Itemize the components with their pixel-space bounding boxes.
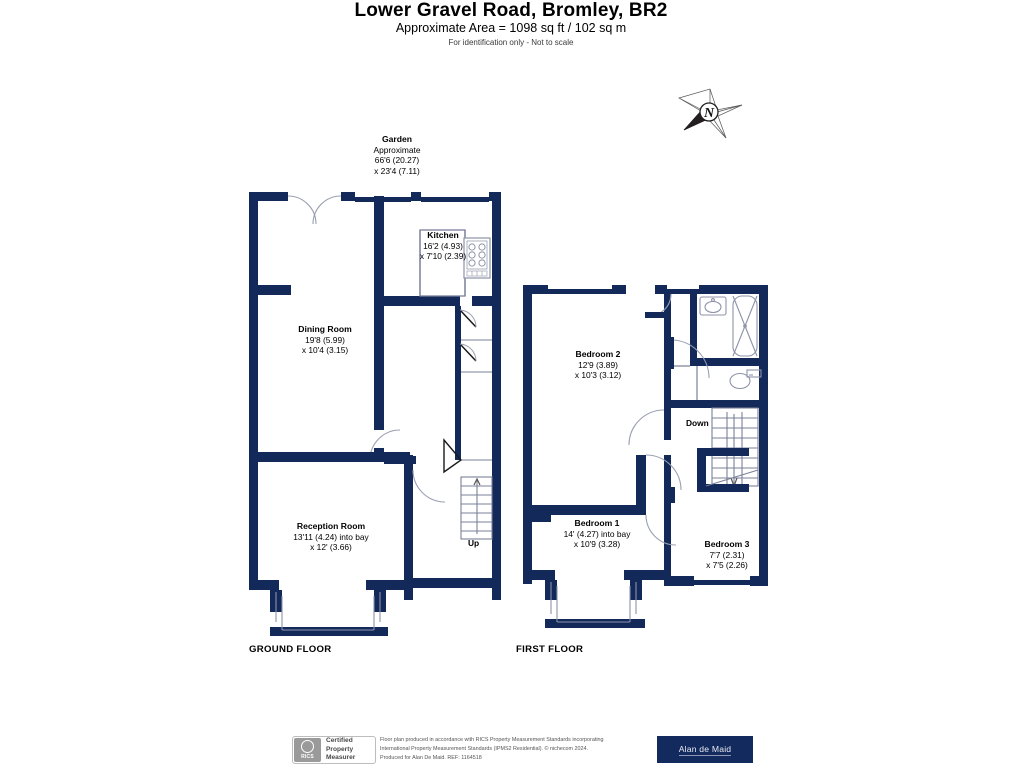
room-label-bedroom-2: Bedroom 2 12'9 (3.89) x 10'3 (3.12) bbox=[546, 349, 650, 381]
legal-disclaimer: Floor plan produced in accordance with R… bbox=[380, 736, 652, 762]
room-label-garden: Garden Approximate 66'6 (20.27) x 23'4 (… bbox=[346, 134, 448, 176]
page-title: Lower Gravel Road, Bromley, BR2 bbox=[354, 0, 668, 21]
agent-name: Alan de Maid bbox=[678, 743, 732, 756]
rics-logo-icon: RICS bbox=[294, 738, 321, 762]
bedroom3-line1: 7'7 (2.31) bbox=[709, 549, 745, 560]
identification-note: For identification only - Not to scale bbox=[448, 38, 574, 47]
rics-line-2: Property bbox=[326, 745, 354, 753]
kitchen-line2: x 7'10 (2.39) bbox=[419, 251, 467, 262]
stairs-up bbox=[460, 476, 493, 540]
kitchen-hob-icon bbox=[463, 237, 491, 279]
bedroom1-line1: 14' (4.27) into bay bbox=[563, 528, 631, 539]
garden-name: Garden bbox=[381, 134, 413, 144]
room-label-bedroom-1: Bedroom 1 14' (4.27) into bay x 10'9 (3.… bbox=[533, 518, 661, 550]
garden-line2: 66'6 (20.27) bbox=[374, 155, 420, 166]
bedroom2-line2: x 10'3 (3.12) bbox=[574, 370, 622, 381]
dining-line2: x 10'4 (3.15) bbox=[301, 345, 349, 356]
room-label-dining-room: Dining Room 19'8 (5.99) x 10'4 (3.15) bbox=[272, 324, 378, 356]
footer: RICS Certified Property Measurer Floor p… bbox=[292, 735, 762, 768]
stairs-down bbox=[711, 407, 759, 488]
bedroom3-name: Bedroom 3 bbox=[704, 539, 750, 549]
bedroom2-name: Bedroom 2 bbox=[575, 349, 621, 359]
garden-line3: x 23'4 (7.11) bbox=[374, 165, 420, 176]
stairs-down-label: Down bbox=[686, 418, 709, 428]
reception-name: Reception Room bbox=[296, 521, 366, 531]
bedroom2-line1: 12'9 (3.89) bbox=[578, 359, 618, 370]
room-label-reception-room: Reception Room 13'11 (4.24) into bay x 1… bbox=[267, 521, 395, 553]
agent-logo: Alan de Maid bbox=[657, 736, 753, 763]
garden-line1: Approximate bbox=[373, 144, 421, 155]
reception-line1: 13'11 (4.24) into bay bbox=[293, 531, 369, 542]
rics-mark-text: RICS bbox=[301, 754, 314, 760]
bedroom1-line2: x 10'9 (3.28) bbox=[573, 539, 621, 550]
compass-rose: N bbox=[678, 88, 743, 139]
room-label-bedroom-3: Bedroom 3 7'7 (2.31) x 7'5 (2.26) bbox=[678, 539, 776, 571]
rics-badge-text: Certified Property Measurer bbox=[326, 737, 355, 763]
kitchen-name: Kitchen bbox=[427, 230, 459, 240]
dining-name: Dining Room bbox=[298, 324, 352, 334]
stairs-up-label: Up bbox=[468, 538, 480, 548]
wall-group bbox=[249, 192, 768, 636]
dining-line1: 19'8 (5.99) bbox=[305, 334, 345, 345]
rics-line-3: Measurer bbox=[326, 754, 356, 762]
rics-line-1: Certified bbox=[326, 736, 353, 744]
legal-line-3: Produced for Alan De Maid. REF: 1164518 bbox=[380, 754, 482, 761]
compass-north-label: N bbox=[703, 106, 715, 121]
floor-label-first: FIRST FLOOR bbox=[516, 644, 584, 655]
legal-line-1: Floor plan produced in accordance with R… bbox=[380, 737, 604, 743]
bedroom1-name: Bedroom 1 bbox=[574, 518, 620, 528]
bathroom-fixtures bbox=[699, 295, 762, 390]
room-label-kitchen: Kitchen 16'2 (4.93) x 7'10 (2.39) bbox=[399, 230, 487, 262]
floor-label-ground: GROUND FLOOR bbox=[249, 644, 332, 655]
bedroom3-line2: x 7'5 (2.26) bbox=[706, 560, 748, 571]
kitchen-line1: 16'2 (4.93) bbox=[423, 240, 463, 251]
legal-line-2: International Property Measurement Stand… bbox=[380, 745, 589, 752]
reception-line2: x 12' (3.66) bbox=[310, 542, 352, 553]
approximate-area: Approximate Area = 1098 sq ft / 102 sq m bbox=[395, 21, 627, 35]
rics-certified-badge: RICS Certified Property Measurer bbox=[292, 736, 376, 764]
